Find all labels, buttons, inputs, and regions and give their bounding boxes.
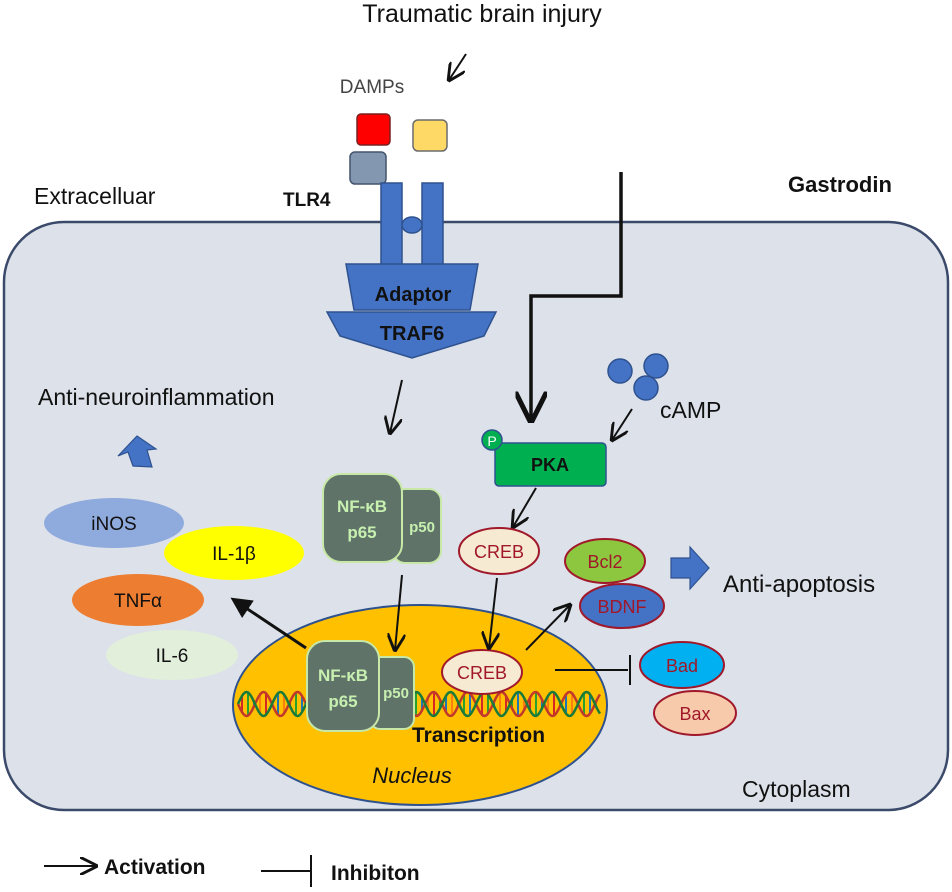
bdnf-ellipse bbox=[579, 583, 665, 629]
camp-molecule-1 bbox=[607, 358, 633, 384]
camp-molecule-2 bbox=[643, 353, 669, 379]
anti-apoptosis-label: Anti-apoptosis bbox=[723, 571, 875, 598]
nfkb-cyto-line2: p65 bbox=[347, 523, 376, 542]
anti-apoptosis-arrow bbox=[670, 545, 710, 591]
pka-to-creb-arrow bbox=[513, 487, 537, 527]
legend-activation-label: Activation bbox=[104, 856, 206, 879]
traf6-shape bbox=[325, 311, 498, 359]
nucleus-label: Nucleus bbox=[372, 763, 451, 788]
inos-label: iNOS bbox=[91, 514, 136, 535]
cytoplasm-label: Cytoplasm bbox=[742, 776, 851, 802]
bad-ellipse bbox=[639, 641, 725, 689]
phospho-badge bbox=[481, 429, 503, 451]
gastrodin-label: Gastrodin bbox=[788, 172, 892, 197]
inos-ellipse bbox=[44, 498, 184, 548]
dna-strand bbox=[236, 690, 602, 718]
bcl2-ellipse bbox=[564, 538, 646, 584]
damps-label: DAMPs bbox=[340, 77, 404, 98]
il1b-label: IL-1β bbox=[212, 544, 256, 565]
creb-cyto-label: CREB bbox=[474, 542, 524, 562]
tnfa-label: TNFα bbox=[114, 591, 162, 612]
diagram-title: Traumatic brain injury bbox=[362, 0, 602, 28]
bad-label: Bad bbox=[666, 656, 698, 676]
damp-red bbox=[356, 113, 391, 146]
damp-yellow bbox=[412, 119, 448, 152]
tlr4-chain-left bbox=[380, 182, 403, 276]
pka-box bbox=[494, 442, 607, 487]
tlr4-label: TLR4 bbox=[283, 190, 331, 211]
bax-label: Bax bbox=[679, 704, 710, 724]
damp-gray bbox=[349, 151, 387, 185]
adaptor-label: Adaptor bbox=[375, 284, 452, 306]
extracellular-label: Extracelluar bbox=[34, 183, 156, 209]
bdnf-label: BDNF bbox=[598, 597, 647, 617]
creb-nuc-label: CREB bbox=[457, 663, 507, 683]
injury-arrow bbox=[449, 53, 467, 80]
tlr4-chain-right bbox=[421, 182, 444, 276]
pka-label: PKA bbox=[531, 455, 569, 475]
creb-translocation-arrow bbox=[489, 577, 497, 648]
anti-neuroinflammation-arrow bbox=[117, 435, 158, 468]
nfkb-cyto-p50: p50 bbox=[409, 519, 435, 536]
nfkb-nuc-p50: p50 bbox=[383, 685, 409, 702]
traf6-to-nfkb-arrow bbox=[390, 379, 403, 433]
traf6-label: TRAF6 bbox=[380, 323, 444, 345]
nfkb-translocation-arrow bbox=[395, 574, 402, 650]
nfkb-to-cytokines-arrow bbox=[230, 597, 307, 650]
nfkb-nuc-line1: NF-κB bbox=[318, 666, 368, 685]
transcription-label: Transcription bbox=[412, 724, 545, 747]
bax-ellipse bbox=[653, 690, 737, 736]
gastrodin-to-pka-arrow bbox=[531, 172, 623, 420]
camp-label: cAMP bbox=[660, 397, 721, 423]
anti-neuroinflammation-label: Anti-neuroinflammation bbox=[38, 384, 275, 410]
il6-ellipse bbox=[106, 630, 238, 680]
tnfa-ellipse bbox=[72, 574, 204, 626]
nfkb-nuc-line2: p65 bbox=[328, 692, 357, 711]
bcl2-label: Bcl2 bbox=[587, 552, 622, 572]
il6-label: IL-6 bbox=[156, 646, 189, 667]
camp-molecule-3 bbox=[633, 375, 659, 401]
phospho-label: P bbox=[487, 433, 496, 449]
il1b-ellipse bbox=[164, 526, 304, 580]
creb-cyto-ellipse bbox=[458, 527, 540, 575]
adaptor-shape bbox=[345, 263, 479, 311]
nfkb-p65-cyto bbox=[322, 473, 403, 563]
camp-to-pka-arrow bbox=[612, 408, 633, 440]
dna-strand bbox=[236, 690, 602, 718]
legend-inhibition-label: Inhibiton bbox=[331, 862, 420, 885]
creb-to-bcl2-arrow bbox=[525, 605, 570, 651]
tlr4-ligand bbox=[401, 216, 423, 234]
nfkb-cyto-line1: NF-κB bbox=[337, 497, 387, 516]
nfkb-p65-nuc bbox=[306, 640, 380, 732]
